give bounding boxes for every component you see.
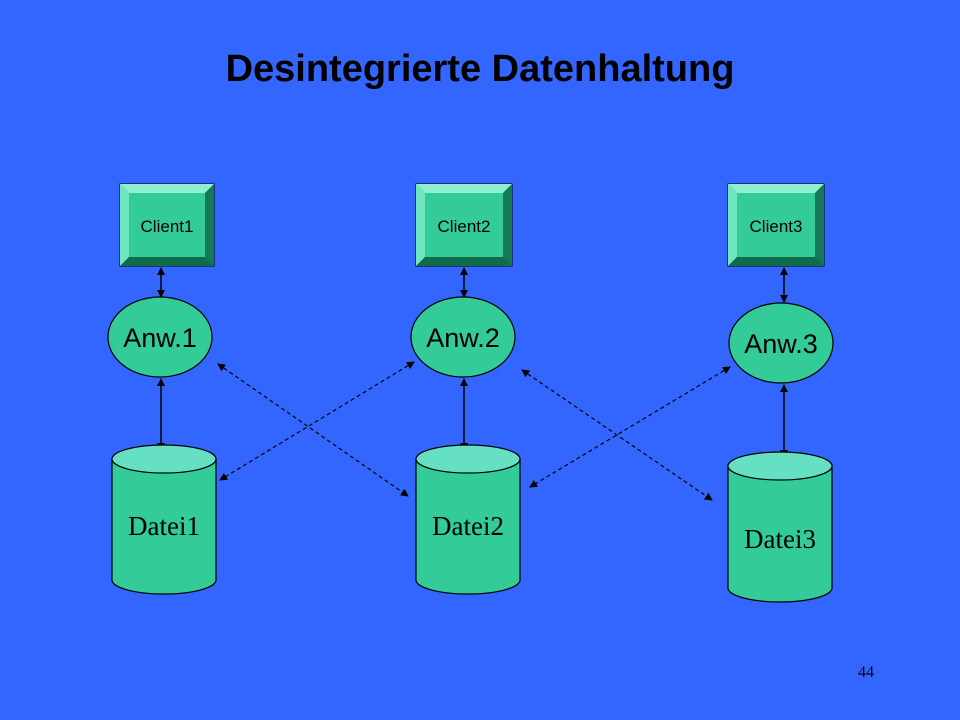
client-node-1: Client1 bbox=[119, 183, 215, 267]
slide-title: Desintegrierte Datenhaltung bbox=[225, 48, 735, 90]
anw2-datei3-dashed-connector bbox=[521, 369, 713, 501]
anw2-datei1-dashed-connector bbox=[219, 361, 415, 481]
anw3-datei2-dashed-connector bbox=[529, 366, 731, 488]
page-number: 44 bbox=[858, 664, 874, 681]
client-node-3: Client3 bbox=[727, 183, 825, 267]
client-label: Client2 bbox=[438, 217, 491, 236]
application-node-3: Anw.3 bbox=[728, 302, 834, 384]
file-label: Datei3 bbox=[744, 524, 816, 554]
file-label: Datei2 bbox=[432, 511, 504, 541]
client-node-2: Client2 bbox=[415, 183, 513, 267]
file-node-2: Datei2 bbox=[415, 444, 521, 595]
application-node-2: Anw.2 bbox=[410, 296, 516, 378]
file-label: Datei1 bbox=[128, 511, 200, 541]
application-node-1: Anw.1 bbox=[107, 296, 213, 378]
application-label: Anw.3 bbox=[744, 329, 818, 359]
file-node-1: Datei1 bbox=[111, 444, 217, 595]
client-label: Client1 bbox=[141, 217, 194, 236]
file-node-3: Datei3 bbox=[727, 451, 833, 603]
application-label: Anw.2 bbox=[426, 323, 500, 353]
client-label: Client3 bbox=[750, 217, 803, 236]
application-label: Anw.1 bbox=[123, 323, 197, 353]
anw1-datei2-dashed-connector bbox=[217, 363, 409, 497]
